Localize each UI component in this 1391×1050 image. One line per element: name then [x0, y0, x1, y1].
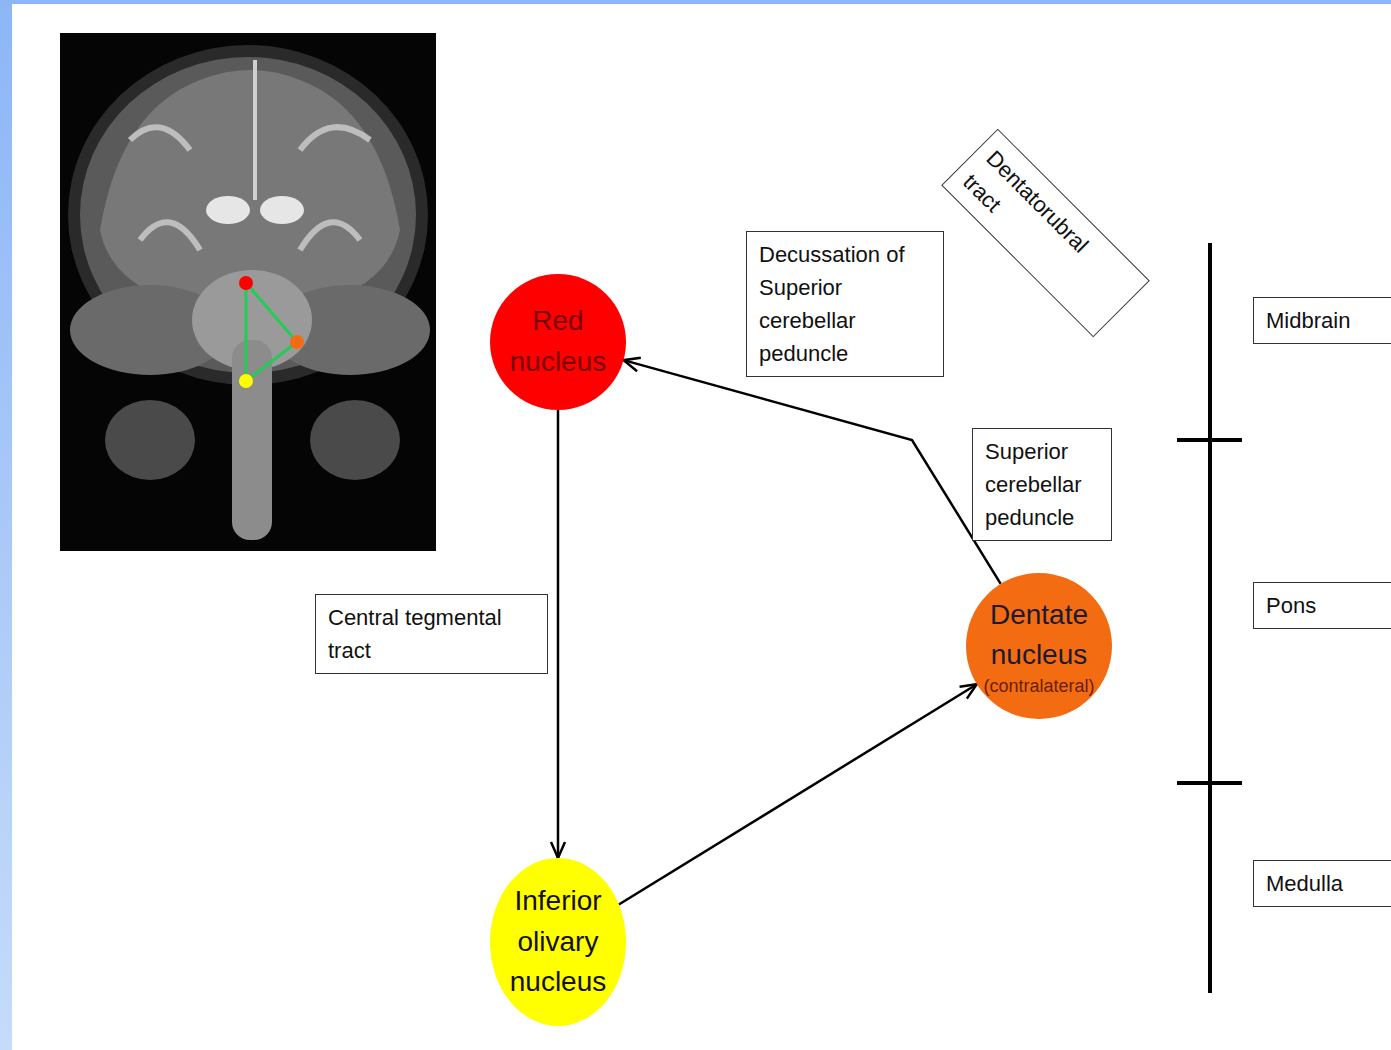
frame-bar [0, 0, 1391, 4]
nucleus-circle: Inferior olivary nucleus [490, 858, 626, 1026]
frame-bar [0, 0, 12, 1050]
node-text: Decussation of Superior cerebellar pedun… [759, 238, 931, 370]
node-text: Superior cerebellar peduncle [985, 435, 1099, 534]
level-scale [1177, 243, 1242, 993]
node-text: Red nucleus [490, 301, 626, 382]
node-text: Central tegmental tract [328, 601, 535, 667]
level-label: Medulla [1253, 860, 1391, 907]
node-note: (contralateral) [983, 676, 1094, 698]
pathway-arrow [619, 684, 977, 904]
tract-label: Superior cerebellar peduncle [972, 428, 1112, 541]
tract-label: Decussation of Superior cerebellar pedun… [746, 231, 944, 377]
tract-label: Central tegmental tract [315, 594, 548, 674]
node-text: Pons [1266, 589, 1390, 622]
node-text: Dentatorubral tract [955, 143, 1115, 303]
level-label: Midbrain [1253, 297, 1391, 344]
level-label: Pons [1253, 582, 1391, 629]
node-text: Dentate nucleus [966, 595, 1112, 676]
node-text: Medulla [1266, 867, 1390, 900]
pathway-arrow [557, 410, 560, 858]
node-text: Inferior olivary nucleus [490, 881, 626, 1003]
node-text: Midbrain [1266, 304, 1390, 337]
nucleus-circle: Red nucleus [490, 274, 626, 410]
pathway-arrow [624, 360, 1001, 584]
mri-image [60, 33, 436, 551]
tract-label: Dentatorubral tract [941, 129, 1150, 338]
nucleus-circle: Dentate nucleus(contralateral) [966, 573, 1112, 719]
